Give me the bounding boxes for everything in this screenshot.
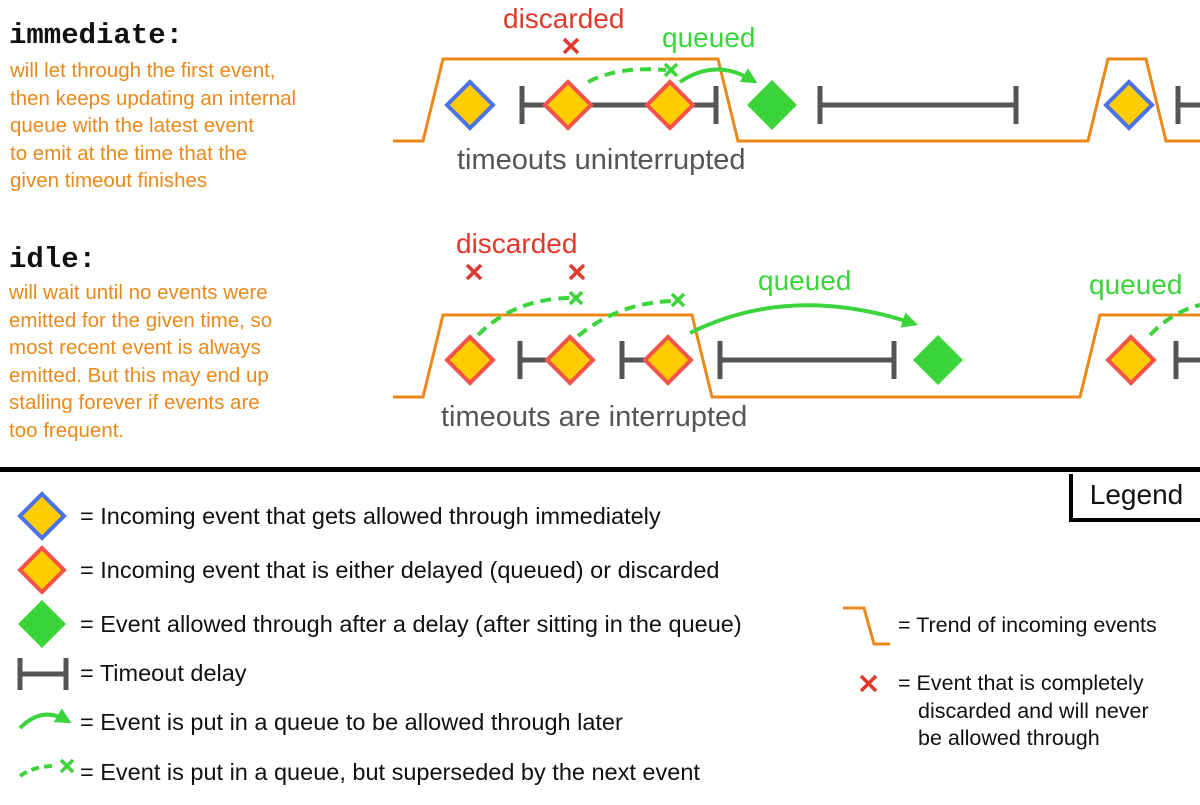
legend-item-allowed-after-delay: = Event allowed through after a delay (a… — [80, 611, 742, 637]
idle-event-emitted — [913, 335, 963, 385]
legend-title: Legend — [1069, 474, 1200, 522]
idle-event-4 — [1105, 334, 1157, 386]
idle-description-line: emitted for the given time, so — [9, 308, 273, 332]
idle-cross-icon-1 — [465, 263, 483, 281]
idle-superseded-arrow-2 — [576, 299, 675, 338]
legend-discarded-line: = Event that is completely — [898, 671, 1144, 695]
timeout-bar-icon — [17, 658, 69, 690]
idle-superseded-cross-2 — [670, 292, 686, 308]
legend-item-trend: = Trend of incoming events — [898, 613, 1157, 637]
idle-superseded-arrow-3 — [1148, 303, 1200, 337]
legend-discarded-line: discarded and will never — [918, 698, 1149, 723]
cross-icon — [859, 674, 878, 693]
idle-description-line: stalling forever if events are — [9, 391, 260, 414]
immediate-event-emitted — [747, 80, 797, 130]
legend-item-superseded: = Event is put in a queue, but supersede… — [80, 759, 700, 785]
immediate-description-line: queue with the latest event — [10, 114, 254, 137]
trend-line-icon — [843, 606, 890, 646]
immediate-event-queued — [644, 79, 696, 131]
immediate-description: will let through the first event, then k… — [10, 57, 296, 195]
legend-item-discarded: = Event that is completely discarded and… — [898, 670, 1149, 753]
idle-event-1 — [444, 334, 496, 386]
idle-timeout-4 — [1173, 341, 1200, 379]
legend-item-queue: = Event is put in a queue to be allowed … — [80, 709, 623, 735]
immediate-description-line: will let through the first event, — [10, 59, 276, 82]
immediate-queued-label: queued — [662, 22, 756, 53]
idle-discarded-label: discarded — [456, 228, 578, 259]
idle-timeout-3 — [717, 341, 897, 379]
immediate-event-allowed — [444, 79, 496, 131]
idle-description-line: will wait until no events were — [9, 281, 268, 304]
idle-superseded-cross-1 — [568, 290, 584, 306]
idle-event-3 — [642, 334, 694, 386]
immediate-superseded-arrow — [587, 67, 667, 84]
immediate-description-line: then keeps updating an internal — [10, 86, 297, 110]
idle-timeouts-caption: timeouts are interrupted — [441, 401, 748, 433]
superseded-arrow-icon — [18, 764, 55, 778]
idle-description-line: too frequent. — [9, 418, 125, 442]
idle-description: will wait until no events were emitted f… — [9, 279, 272, 444]
legend-item-immediate: = Incoming event that gets allowed throu… — [80, 503, 661, 529]
immediate-queue-arrow — [678, 67, 758, 84]
immediate-discarded-label: discarded — [503, 3, 625, 34]
idle-queue-arrow — [689, 303, 919, 335]
idle-superseded-arrow-1 — [476, 296, 573, 337]
immediate-title: immediate: — [9, 19, 184, 52]
idle-queued-label: queued — [758, 265, 852, 296]
green-diamond-icon — [18, 600, 66, 648]
legend-item-delayed: = Incoming event that is either delayed … — [80, 557, 720, 583]
red-diamond-icon — [17, 545, 67, 595]
immediate-description-line: to emit at the time that the — [10, 141, 248, 165]
immediate-timeouts-caption: timeouts uninterrupted — [457, 144, 746, 176]
idle-title: idle: — [9, 243, 97, 276]
immediate-description-line: given timeout finishes — [10, 169, 208, 192]
idle-cross-icon-2 — [568, 263, 586, 281]
immediate-event-allowed-2 — [1103, 79, 1155, 131]
immediate-timeout-3 — [1175, 86, 1200, 124]
immediate-superseded-cross — [663, 62, 679, 78]
immediate-cross-icon — [562, 37, 580, 55]
queue-arrow-icon — [18, 708, 72, 730]
immediate-trend-line — [393, 57, 1200, 143]
immediate-timeout-2 — [817, 86, 1019, 124]
blue-diamond-icon — [17, 491, 67, 541]
idle-timeout-1 — [517, 341, 546, 379]
idle-description-line: emitted. But this may end up — [9, 363, 269, 387]
immediate-event-discarded — [542, 79, 594, 131]
idle-queued-label-2: queued — [1089, 269, 1183, 300]
idle-description-line: most recent event is always — [9, 336, 261, 359]
idle-event-2 — [544, 334, 596, 386]
superseded-cross-icon — [59, 758, 75, 774]
legend-discarded-line: be allowed through — [918, 726, 1100, 750]
idle-trend-line — [393, 313, 1200, 399]
legend-item-timeout: = Timeout delay — [80, 660, 247, 686]
section-divider — [0, 467, 1200, 472]
